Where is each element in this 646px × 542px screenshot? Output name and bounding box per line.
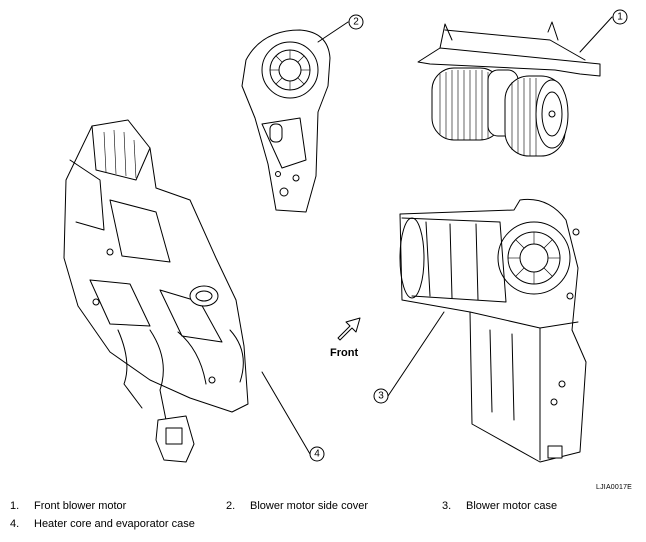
- blower-motor-case-drawing: [399, 198, 587, 463]
- svg-text:4: 4: [314, 449, 320, 460]
- callout-3: 3: [373, 388, 389, 404]
- svg-text:1: 1: [617, 12, 623, 23]
- legend-item-blower-motor-side-cover: 2.Blower motor side cover: [226, 500, 368, 512]
- front-blower-motor-drawing: [417, 21, 601, 157]
- callout-2: 2: [348, 14, 364, 30]
- front-label: Front: [330, 347, 358, 359]
- callout-4: 4: [309, 446, 325, 462]
- heater-core-evaporator-case-drawing: [63, 119, 249, 463]
- svg-text:2: 2: [353, 17, 359, 28]
- legend-item-heater-core-evaporator-case: 4.Heater core and evaporator case: [10, 518, 195, 530]
- front-arrow-icon: [337, 317, 361, 341]
- leader-lines: [261, 16, 613, 455]
- figure-code: LJIA0017E: [596, 484, 633, 491]
- callout-1: 1: [612, 9, 628, 25]
- legend-item-blower-motor-case: 3.Blower motor case: [442, 500, 558, 512]
- blower-motor-side-cover-drawing: [241, 29, 331, 213]
- svg-text:3: 3: [378, 391, 384, 402]
- legend-item-front-blower-motor: 1.Front blower motor: [10, 500, 127, 512]
- front-direction-indicator: Front: [330, 317, 361, 359]
- exploded-view-drawing: Front 1 2 3 4: [63, 9, 628, 463]
